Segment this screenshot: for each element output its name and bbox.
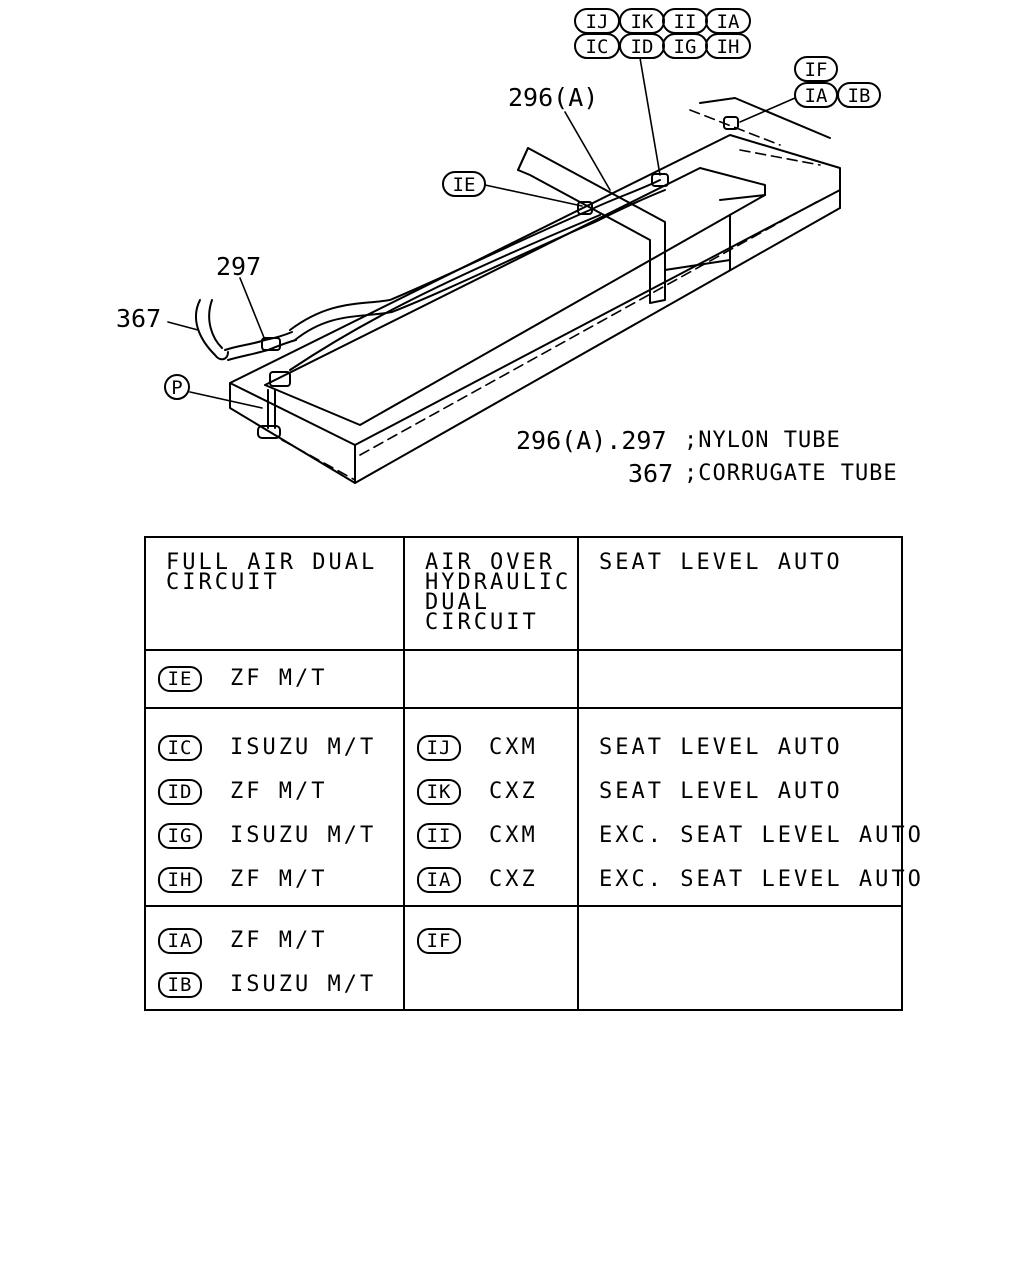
callout-ib: IB xyxy=(848,85,871,107)
item-desc: ZF M/T xyxy=(230,928,328,953)
code-badge: II xyxy=(417,823,461,849)
code-badge: IH xyxy=(158,867,202,893)
code-badge: IF xyxy=(417,928,461,954)
header-full-air-dual-circuit: FULL AIR DUAL CIRCUIT xyxy=(144,536,405,651)
table-cell: IA ZF M/T IB ISUZU M/T xyxy=(144,905,405,1011)
table-cell: IC ISUZU M/T ID ZF M/T IG ISUZU M/T IH Z… xyxy=(144,707,405,907)
application-table: FULL AIR DUAL CIRCUIT AIR OVER HYDRAULIC… xyxy=(144,536,924,1011)
code-badge: IK xyxy=(417,779,461,805)
header-air-over-hydraulic: AIR OVER HYDRAULIC DUAL CIRCUIT xyxy=(403,536,579,651)
seat-level-text: SEAT LEVEL AUTO xyxy=(599,735,843,760)
legend-parts-1: 296(A).297 xyxy=(516,426,667,455)
code-badge: IE xyxy=(158,666,202,692)
callout-p: P xyxy=(171,377,182,399)
callout-ik: IK xyxy=(631,11,654,33)
legend-desc-2: ;CORRUGATE TUBE xyxy=(684,461,898,486)
nylon-tube-296a xyxy=(289,179,666,371)
callout-ig: IG xyxy=(674,36,697,58)
part-label-367: 367 xyxy=(116,304,161,333)
code-badge: ID xyxy=(158,779,202,805)
table-header-row: FULL AIR DUAL CIRCUIT AIR OVER HYDRAULIC… xyxy=(144,536,903,651)
list-item: II CXM xyxy=(417,814,577,858)
table-cell: IE ZF M/T xyxy=(144,649,405,709)
list-item: IC ISUZU M/T xyxy=(158,726,403,770)
legend-desc-1: ;NYLON TUBE xyxy=(684,428,841,453)
item-desc: CXM xyxy=(489,735,538,760)
table-cell xyxy=(403,649,579,709)
list-item: IA ZF M/T xyxy=(158,919,403,963)
callout-ie: IE xyxy=(453,174,476,196)
table-cell: SEAT LEVEL AUTO SEAT LEVEL AUTO EXC. SEA… xyxy=(577,707,924,907)
chassis-frame xyxy=(229,97,841,484)
callout-ih: IH xyxy=(717,36,740,58)
table-row: IE ZF M/T xyxy=(144,649,903,709)
item-desc: CXM xyxy=(489,823,538,848)
callout-ij: IJ xyxy=(586,11,609,33)
callout-ii: II xyxy=(674,11,697,33)
code-badge: IA xyxy=(158,928,202,954)
corrugate-tube-367 xyxy=(195,299,229,361)
part-label-296a: 296(A) xyxy=(508,83,598,112)
list-item: IH ZF M/T xyxy=(158,858,403,902)
list-item: IE ZF M/T xyxy=(158,657,403,701)
header-seat-level-auto: SEAT LEVEL AUTO xyxy=(577,536,903,651)
code-badge: IB xyxy=(158,972,202,998)
list-item: IA CXZ xyxy=(417,858,577,902)
code-badge: IA xyxy=(417,867,461,893)
item-desc: ISUZU M/T xyxy=(230,735,377,760)
list-item: IF xyxy=(417,919,577,963)
callout-ia-right: IA xyxy=(805,85,828,107)
item-desc: CXZ xyxy=(489,779,538,804)
callout-group-top xyxy=(574,8,751,59)
callout-text-top: IJ IK II IA IC ID IG IH xyxy=(586,11,740,58)
part-label-297: 297 xyxy=(216,252,261,281)
list-item: IG ISUZU M/T xyxy=(158,814,403,858)
callout-ia: IA xyxy=(717,11,740,33)
table-cell: IJ CXM IK CXZ II CXM IA CXZ xyxy=(403,707,579,907)
seat-level-text: EXC. SEAT LEVEL AUTO xyxy=(599,823,924,848)
item-desc: CXZ xyxy=(489,867,538,892)
item-desc: ZF M/T xyxy=(230,666,328,691)
leader-lines xyxy=(167,57,796,409)
table-cell xyxy=(577,649,903,709)
code-badge: IC xyxy=(158,735,202,761)
item-desc: ZF M/T xyxy=(230,867,328,892)
fuel-tube-diagram: IJ IK II IA IC ID IG IH IF IA IB IE P 29… xyxy=(116,8,898,488)
table-row: IC ISUZU M/T ID ZF M/T IG ISUZU M/T IH Z… xyxy=(144,707,924,907)
list-item: IB ISUZU M/T xyxy=(158,963,403,1007)
code-badge: IG xyxy=(158,823,202,849)
seat-level-text: EXC. SEAT LEVEL AUTO xyxy=(599,867,924,892)
list-item: IJ CXM xyxy=(417,726,577,770)
callout-if: IF xyxy=(805,59,828,81)
table-row: IA ZF M/T IB ISUZU M/T IF xyxy=(144,905,903,1011)
callout-ic: IC xyxy=(586,36,609,58)
item-desc: ISUZU M/T xyxy=(230,972,377,997)
legend: 296(A).297 ;NYLON TUBE 367 ;CORRUGATE TU… xyxy=(516,426,898,488)
callout-group-right xyxy=(794,56,881,108)
item-desc: ZF M/T xyxy=(230,779,328,804)
list-item: ID ZF M/T xyxy=(158,770,403,814)
legend-parts-2: 367 xyxy=(628,459,673,488)
item-desc: ISUZU M/T xyxy=(230,823,377,848)
callout-id: ID xyxy=(631,36,654,58)
list-item: IK CXZ xyxy=(417,770,577,814)
table-cell xyxy=(577,905,903,1011)
fittings xyxy=(257,116,739,439)
table-cell: IF xyxy=(403,905,579,1011)
code-badge: IJ xyxy=(417,735,461,761)
seat-level-text: SEAT LEVEL AUTO xyxy=(599,779,843,804)
hidden-lines xyxy=(281,109,821,481)
